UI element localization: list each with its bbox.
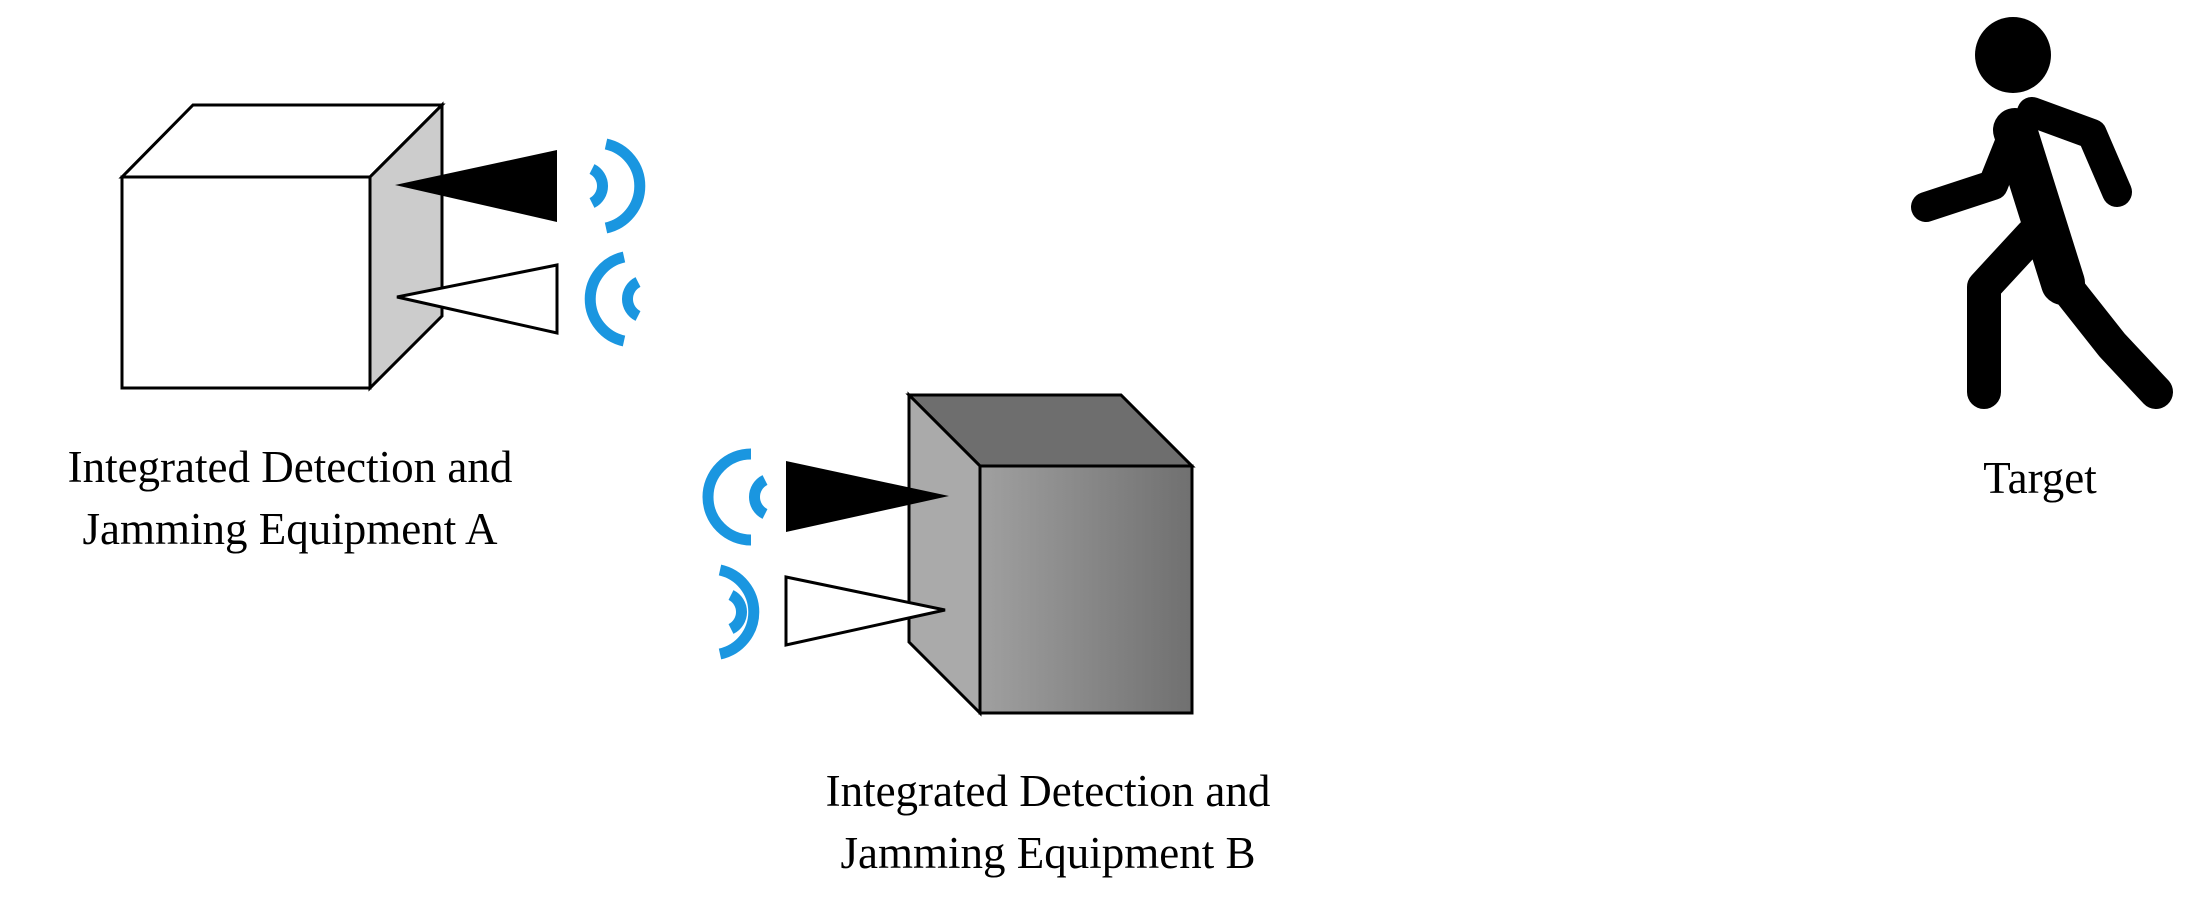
equipment-a-label-line1: Integrated Detection and	[67, 442, 513, 492]
target-head	[1975, 17, 2051, 93]
equipment-a-receive-cone	[396, 263, 559, 335]
equipment-b	[702, 391, 1196, 717]
equipment-b-label-line2: Jamming Equipment B	[840, 828, 1256, 878]
equipment-a-transmit-cone	[395, 150, 557, 222]
equipment-b-receive-wave-icon	[718, 564, 760, 660]
equipment-b-label-line1: Integrated Detection and	[825, 766, 1271, 816]
equipment-a-front-face	[120, 175, 372, 390]
equipment-b-transmit-wave-icon	[702, 448, 768, 546]
equipment-a-label-line2: Jamming Equipment A	[82, 504, 498, 554]
equipment-a-transmit-wave-icon	[589, 138, 646, 234]
equipment-b-front-face	[978, 464, 1194, 715]
equipment-b-receive-cone	[784, 575, 946, 647]
target-label: Target	[1930, 447, 2150, 509]
target-label-text: Target	[1983, 453, 2097, 503]
equipment-a-receive-wave-icon	[584, 251, 641, 347]
walking-person-icon	[1911, 17, 2173, 409]
equipment-a-label: Integrated Detection and Jamming Equipme…	[10, 436, 570, 560]
equipment-a	[118, 101, 646, 392]
equipment-b-transmit-cone	[786, 461, 949, 532]
equipment-b-label: Integrated Detection and Jamming Equipme…	[768, 760, 1328, 884]
